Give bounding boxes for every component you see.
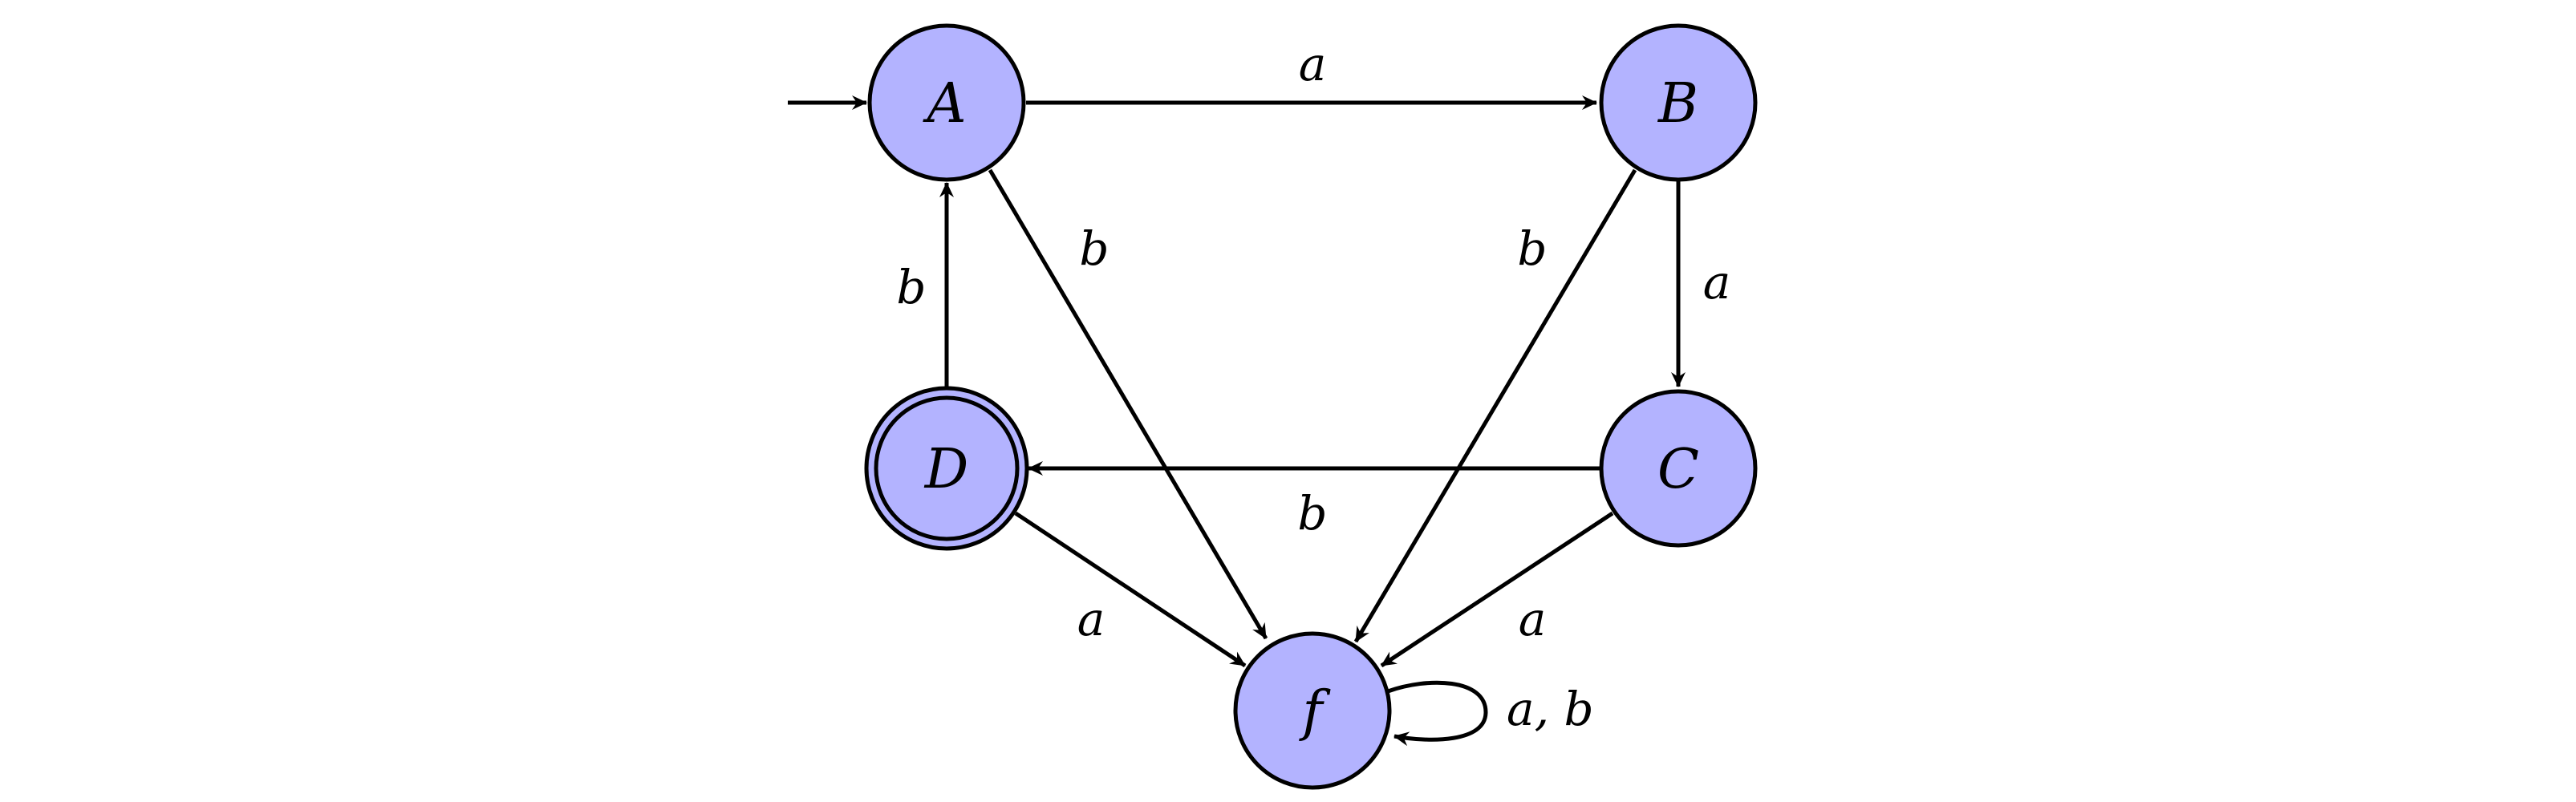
state-c-circle <box>1599 389 1758 548</box>
edge-c-to-f <box>1380 511 1614 668</box>
edge-label-c-to-d: b <box>1297 486 1327 541</box>
edge-label-b-to-c: a <box>1703 255 1731 310</box>
state-d: D <box>864 386 1029 551</box>
edge-a-to-f <box>988 168 1268 640</box>
state-b: B <box>1599 23 1758 182</box>
state-a: A <box>867 23 1026 182</box>
edge-label-d-to-a: b <box>896 260 926 314</box>
edge-label-b-to-f: b <box>1517 221 1547 276</box>
edge-d-to-f <box>1014 511 1247 668</box>
state-f: f <box>1233 631 1392 790</box>
edge-label-a-to-f: b <box>1079 221 1109 276</box>
state-d-inner-circle <box>874 395 1020 541</box>
state-a-label: A <box>922 72 966 136</box>
state-f-circle <box>1233 631 1392 790</box>
edge-label-d-to-f: a <box>1077 592 1105 646</box>
state-b-circle <box>1599 23 1758 182</box>
state-c: C <box>1599 389 1758 548</box>
state-a-circle <box>867 23 1026 182</box>
edge-label-a-to-b: a <box>1299 37 1327 91</box>
state-d-label: D <box>923 438 969 501</box>
edge-f-self-loop <box>1387 680 1488 747</box>
edge-label-c-to-f: a <box>1519 592 1547 646</box>
edge-label-f-self-loop: a, b <box>1507 682 1594 736</box>
state-c-label: C <box>1657 438 1699 501</box>
edge-b-to-f <box>1353 168 1637 643</box>
state-b-label: B <box>1657 72 1698 136</box>
